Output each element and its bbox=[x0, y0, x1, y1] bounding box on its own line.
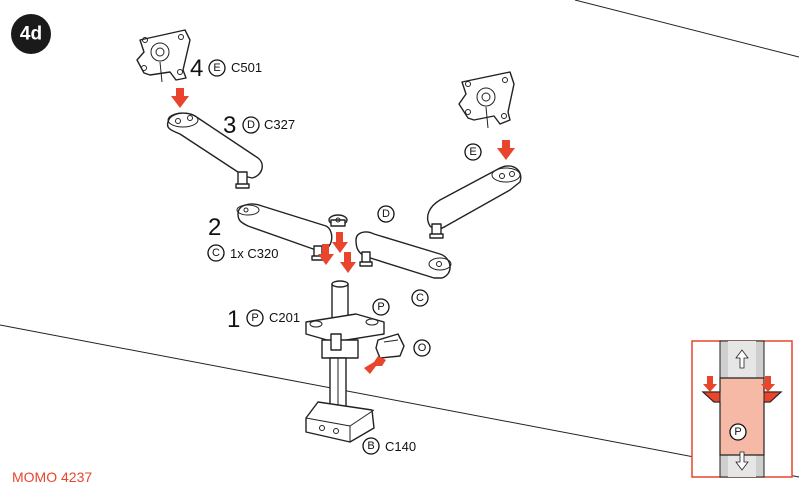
svg-text:P: P bbox=[377, 301, 384, 313]
step-2-code: 1x C320 bbox=[230, 246, 278, 261]
arrow-left bbox=[364, 356, 386, 374]
label-step-1: 1 P C201 bbox=[227, 306, 300, 333]
step-4-number: 4 bbox=[190, 55, 203, 82]
vesa-plate-right bbox=[458, 71, 515, 129]
arrow-down-1 bbox=[171, 88, 189, 108]
desk-edge bbox=[0, 0, 799, 478]
svg-text:O: O bbox=[418, 342, 427, 354]
svg-text:E: E bbox=[469, 146, 476, 158]
label-loose-e: E bbox=[464, 143, 482, 161]
arm-c320 bbox=[236, 203, 333, 261]
clamp-part bbox=[375, 333, 405, 359]
label-loose-p: P bbox=[372, 298, 390, 316]
arrow-down-3 bbox=[332, 232, 348, 253]
arrow-down-4 bbox=[318, 244, 334, 265]
arm-right-upper bbox=[426, 165, 522, 239]
step-3-letter: D bbox=[247, 119, 255, 131]
label-loose-o: O bbox=[413, 339, 431, 357]
svg-text:C: C bbox=[416, 292, 424, 304]
step-2-letter: C bbox=[212, 247, 220, 259]
label-loose-c: C bbox=[411, 289, 429, 307]
pole-assembly bbox=[305, 280, 385, 443]
step-3-number: 3 bbox=[223, 112, 236, 139]
label-step-3: 3 D C327 bbox=[223, 112, 295, 139]
step-badge-text: 4d bbox=[20, 24, 42, 45]
step-1-code: C201 bbox=[269, 310, 300, 325]
step-4-letter: E bbox=[213, 62, 220, 74]
step-4-code: C501 bbox=[231, 60, 262, 75]
arm-c327 bbox=[166, 112, 263, 189]
step-1-letter: P bbox=[251, 312, 258, 324]
inset-letter: P bbox=[734, 426, 741, 438]
inset-detail: P bbox=[691, 340, 793, 478]
footer-label: MOMO 4237 bbox=[12, 469, 92, 485]
label-base: B C140 bbox=[362, 437, 416, 455]
svg-text:D: D bbox=[382, 208, 390, 220]
vesa-plate-left bbox=[136, 29, 191, 83]
step-2-number: 2 bbox=[208, 214, 221, 241]
label-step-4: 4 E C501 bbox=[190, 55, 262, 82]
label-step-2: 2 C 1x C320 bbox=[207, 214, 278, 262]
base-letter: B bbox=[367, 440, 374, 452]
arrow-down-5 bbox=[340, 252, 356, 273]
label-loose-d: D bbox=[377, 205, 395, 223]
arrow-down-2 bbox=[497, 140, 515, 160]
base-code: C140 bbox=[385, 439, 416, 454]
step-3-code: C327 bbox=[264, 117, 295, 132]
step-badge: 4d bbox=[11, 14, 51, 54]
step-1-number: 1 bbox=[227, 306, 240, 333]
cap-part bbox=[328, 214, 348, 227]
arm-right-lower bbox=[355, 231, 452, 279]
